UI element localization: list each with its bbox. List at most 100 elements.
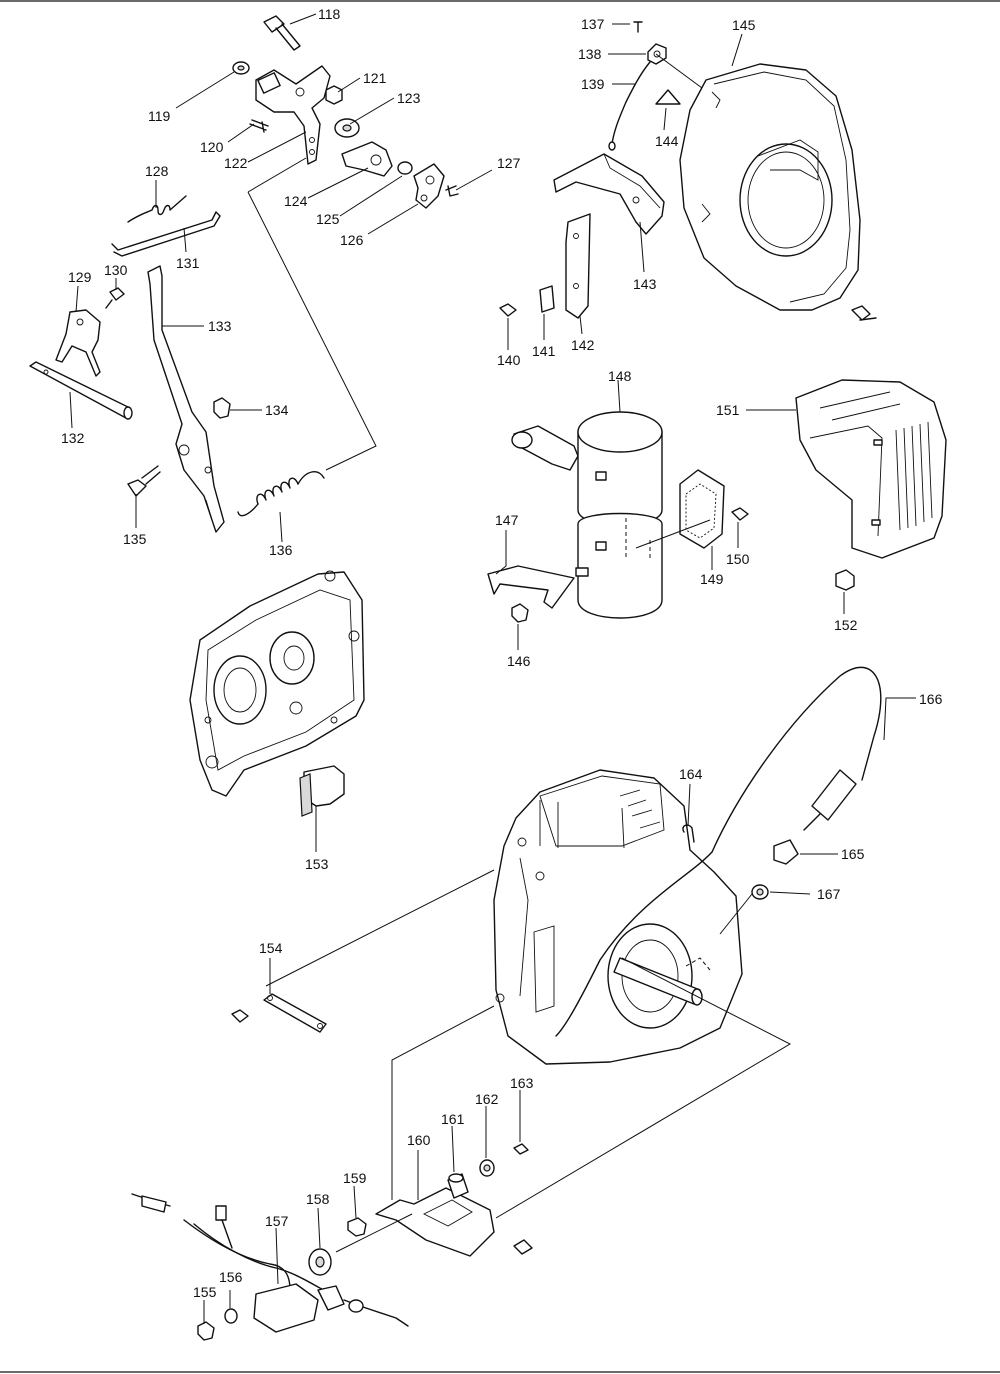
callout-143: 143 [633,276,657,292]
part-132-shaft [29,361,133,420]
part-crankcase-cover [189,570,365,797]
part-139-wire [608,61,651,151]
part-146-bolt [511,603,529,623]
callout-156: 156 [219,1269,243,1285]
callout-149: 149 [700,571,724,587]
part-126-plate [413,163,445,209]
callout-144: 144 [655,133,679,149]
part-151-muffler-guard [795,379,947,559]
assembly-lines [247,53,792,1253]
part-149-gasket [679,469,725,549]
part-140-screw [499,303,517,317]
part-135-bolt [127,465,161,497]
callout-164: 164 [679,766,703,782]
part-118-bolt [263,15,301,51]
callout-161: 161 [441,1111,465,1127]
callout-139: 139 [581,76,605,92]
part-153-bracket [299,765,345,817]
callout-134: 134 [265,402,289,418]
part-137-screw [633,21,643,33]
part-154-link [263,993,327,1033]
part-138-grommet [647,43,667,65]
part-160-bracket [375,1187,495,1257]
part-161-spacer [447,1173,469,1199]
part-148-muffler [511,411,663,619]
part-130-screw [105,287,125,309]
part-128-spring [127,195,187,223]
callout-142: 142 [571,337,595,353]
part-engine-block [493,769,743,1065]
callouts: 118 119 120 121 122 123 124 125 126 127 … [61,6,943,1324]
part-121-nut [325,85,343,105]
part-147-bracket [487,565,575,609]
part-136-spring [237,471,325,517]
part-164-clip [682,824,695,843]
callout-160: 160 [407,1132,431,1148]
part-bracket-bolt [513,1239,533,1255]
part-150-screw [731,507,749,521]
part-163-screw [513,1143,529,1155]
callout-121: 121 [363,70,387,86]
callout-141: 141 [532,343,556,359]
part-143-heat-shield [553,153,665,235]
part-129-fork [55,309,101,377]
callout-157: 157 [265,1213,289,1229]
part-154-bolt [231,1009,249,1023]
callout-130: 130 [104,262,128,278]
callout-118: 118 [318,6,341,22]
callout-131: 131 [176,255,200,271]
callout-140: 140 [497,352,521,368]
callout-155: 155 [193,1284,217,1300]
callout-150: 150 [726,551,750,567]
part-122-governor-arm [255,65,331,165]
callout-163: 163 [510,1075,534,1091]
part-162-washer [479,1159,495,1177]
callout-151: 151 [716,402,740,418]
part-156-washer [224,1308,238,1324]
callout-138: 138 [578,46,602,62]
part-152-nut [835,569,855,591]
callout-158: 158 [306,1191,330,1207]
callout-166: 166 [919,691,943,707]
part-145-bolt [851,305,877,321]
callout-123: 123 [397,90,421,106]
callout-129: 129 [68,269,92,285]
callout-119: 119 [148,108,171,124]
callout-124: 124 [284,193,308,209]
callout-154: 154 [259,940,283,956]
part-123-washer [334,118,360,138]
part-158-grommet [308,1248,332,1276]
part-166-cable [555,666,882,1037]
part-167-washer [751,884,769,900]
part-133-control-lever [147,265,225,533]
callout-148: 148 [608,368,632,384]
part-120-bolt [249,119,269,133]
part-124-lever [341,141,393,177]
callout-125: 125 [316,211,340,227]
callout-136: 136 [269,542,293,558]
callout-133: 133 [208,318,232,334]
callout-153: 153 [305,856,329,872]
part-144-label [655,89,681,105]
part-131-rod [111,211,221,257]
callout-127: 127 [497,155,521,171]
part-157-wire-harness [131,1193,409,1333]
part-134-nut [213,397,231,419]
callout-159: 159 [343,1170,367,1186]
part-155-nut [197,1321,215,1341]
part-141-clip [539,285,555,313]
callout-165: 165 [841,846,865,862]
part-119-washer [232,61,250,75]
callout-162: 162 [475,1091,499,1107]
callout-122: 122 [224,155,248,171]
part-165-fitting [773,839,799,865]
callout-126: 126 [340,232,364,248]
callout-145: 145 [732,17,756,33]
callout-152: 152 [834,617,858,633]
part-125-washer [397,161,413,175]
part-127-screw [445,185,459,197]
part-142-shield-plate [565,213,591,319]
callout-137: 137 [581,16,605,32]
callout-135: 135 [123,531,147,547]
